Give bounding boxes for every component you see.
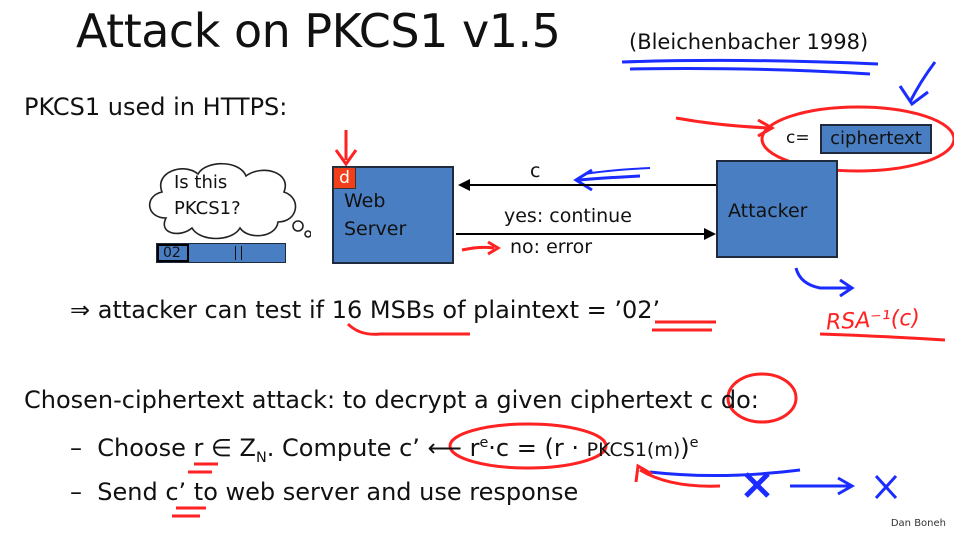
plaintext-prefix: 02 (157, 244, 189, 262)
c-equals-label: c= (786, 128, 810, 148)
message-arrows (456, 179, 716, 240)
chosen-ciphertext-line: Chosen-ciphertext attack: to decrypt a g… (24, 386, 759, 414)
bullet-2: – Send c’ to web server and use response (70, 478, 578, 506)
bar-divider (241, 246, 242, 260)
bullet-1-text-c: ·c = (r · (488, 434, 587, 462)
ciphertext-box: ciphertext (820, 124, 932, 154)
bullet-1-close: ) (680, 434, 690, 462)
implies-arrow-icon: ⇒ (70, 296, 91, 324)
bullet-1-exp: e (689, 435, 699, 451)
cloud-text-line1: Is this (174, 172, 228, 193)
web-server-box: Web Server (332, 166, 454, 264)
bullet-1-sup: e (479, 435, 489, 451)
bullet-1-text-b: . Compute c’ ⟵ r (266, 434, 480, 462)
plaintext-bar: 02 (156, 243, 286, 263)
thought-cloud (148, 163, 311, 240)
cloud-text-line2: PKCS1? (174, 198, 241, 219)
attacker-label: Attacker (728, 200, 808, 222)
arrow-c-label: c (530, 160, 541, 182)
bullet-1-text-a: Choose r ∈ Z (97, 434, 256, 462)
bullet-dash: – (70, 478, 82, 506)
author-credit: Dan Boneh (890, 518, 946, 529)
citation: (Bleichenbacher 1998) (629, 30, 869, 54)
implication-text: attacker can test if 16 MSBs of plaintex… (97, 296, 661, 324)
subtitle: PKCS1 used in HTTPS: (24, 93, 288, 121)
server-label-line2: Server (344, 218, 407, 240)
bar-divider (235, 246, 236, 260)
bullet-dash: – (70, 434, 82, 462)
attacker-box: Attacker (716, 160, 838, 258)
yes-label: yes: continue (504, 205, 632, 227)
bullet-1-sub: N (255, 449, 267, 466)
slide-title: Attack on PKCS1 v1.5 (76, 4, 561, 58)
implication-line: ⇒ attacker can test if 16 MSBs of plaint… (70, 296, 660, 324)
bullet-1: – Choose r ∈ ZN. Compute c’ ⟵ re·c = (r … (70, 434, 698, 466)
bullet-1-pkcs: PKCS1(m) (586, 439, 681, 461)
rsa-inverse-annotation: RSA⁻¹(c) (825, 305, 921, 336)
private-key-badge: d (333, 167, 356, 189)
server-label-line1: Web (344, 190, 386, 212)
no-label: no: error (510, 236, 593, 258)
bullet-2-text: Send c’ to web server and use response (97, 478, 579, 506)
